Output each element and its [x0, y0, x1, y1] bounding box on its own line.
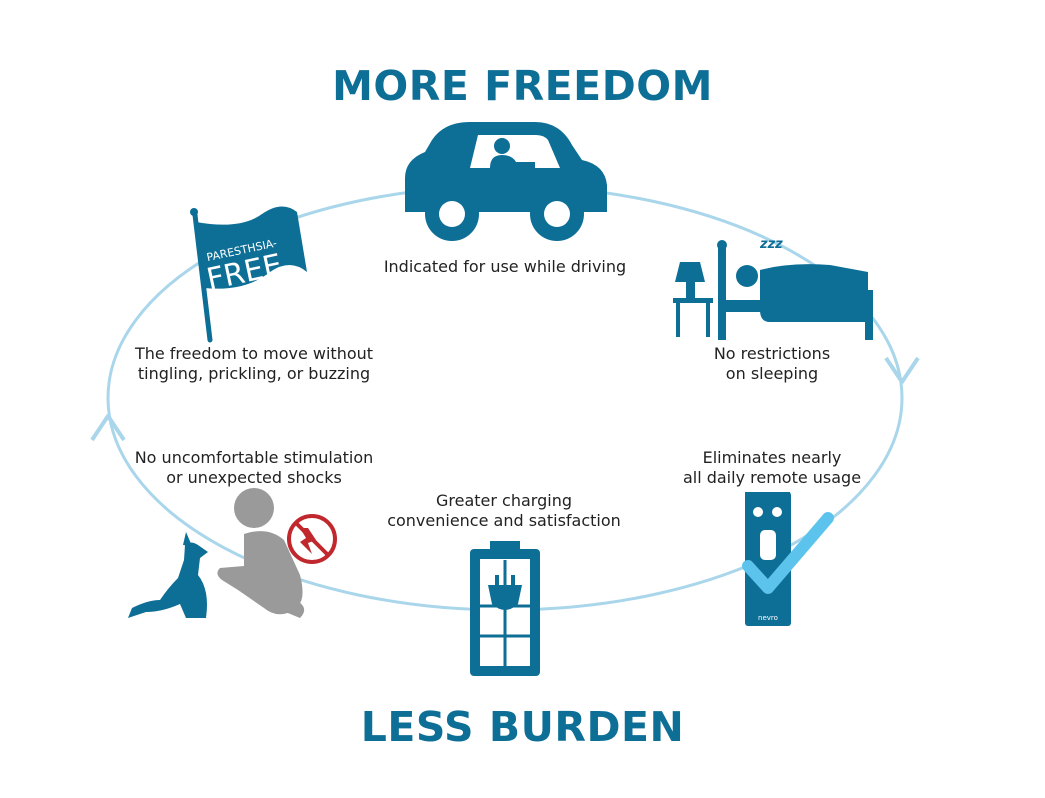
cycle-arrow-right-icon [884, 356, 920, 384]
battery-plug-icon [470, 541, 540, 676]
caption-shocks: No uncomfortable stimulation or unexpect… [104, 448, 404, 488]
cycle-arrow-left-icon [90, 414, 126, 442]
device-brand-text: nevro [758, 614, 778, 622]
caption-charging: Greater charging convenience and satisfa… [364, 491, 644, 531]
caption-charging-line1: Greater charging [436, 491, 572, 510]
title-less-burden: LESS BURDEN [360, 703, 685, 751]
person-crouching-icon [217, 488, 305, 618]
caption-remote: Eliminates nearly all daily remote usage [662, 448, 882, 488]
title-more-freedom: MORE FREEDOM [332, 62, 713, 110]
caption-sleeping-line2: on sleeping [725, 364, 819, 383]
caption-shocks-line2: or unexpected shocks [166, 468, 342, 487]
car-icon [405, 122, 607, 241]
caption-paresthesia-line1: The freedom to move without [134, 344, 374, 363]
caption-shocks-line1: No uncomfortable stimulation [134, 448, 374, 467]
caption-paresthesia: The freedom to move without tingling, pr… [104, 344, 404, 384]
no-shock-sign-icon [287, 514, 337, 564]
checkmark-icon [742, 512, 834, 594]
bed-icon: zzz [673, 237, 873, 340]
caption-remote-line1: Eliminates nearly [702, 448, 842, 467]
caption-remote-line2: all daily remote usage [682, 468, 862, 487]
caption-driving: Indicated for use while driving [355, 257, 655, 277]
caption-driving-line1: Indicated for use while driving [383, 257, 627, 276]
caption-sleeping-line1: No restrictions [713, 344, 831, 363]
zzz-text: zzz [759, 237, 783, 252]
dog-icon [128, 532, 208, 618]
caption-charging-line2: convenience and satisfaction [387, 511, 621, 530]
paresthesia-free-flag-icon: PARESTHSIA- FREE [190, 206, 307, 343]
remote-control-icon: nevro [742, 492, 834, 626]
caption-paresthesia-line2: tingling, prickling, or buzzing [137, 364, 371, 383]
caption-sleeping: No restrictions on sleeping [672, 344, 872, 384]
